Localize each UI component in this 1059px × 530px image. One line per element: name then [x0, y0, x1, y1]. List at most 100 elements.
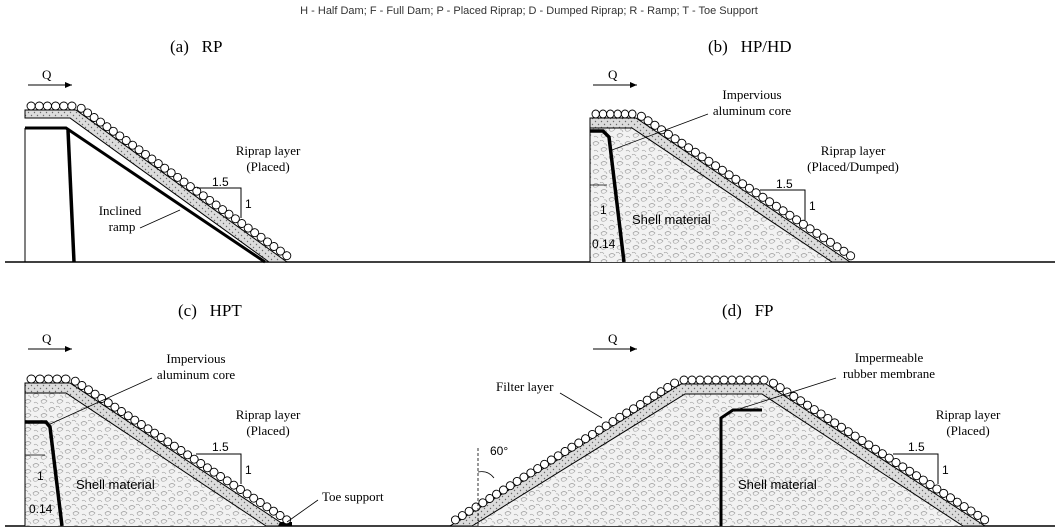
riprap-stone: [711, 375, 721, 385]
riprap-stone: [620, 109, 630, 119]
flow-arrow-b: Q: [593, 67, 637, 88]
shell-label-c: Shell material: [76, 477, 155, 492]
shell-material-c: [25, 393, 266, 526]
rubber-membrane: [719, 408, 762, 526]
slope-h-d: 1.5: [908, 440, 925, 454]
ramp-support-post: [66, 129, 76, 263]
riprap-stones-b: [591, 109, 856, 261]
core-h-c: 0.14: [29, 502, 53, 516]
riprap-label-c-2: (Placed): [246, 423, 289, 438]
riprap-stone: [719, 375, 729, 385]
riprap-stone: [735, 375, 745, 385]
riprap-stone: [703, 375, 713, 385]
flow-label-c: Q: [42, 331, 52, 346]
flow-label-b: Q: [608, 67, 618, 82]
filter-layer-a: [24, 109, 289, 263]
riprap-stone: [628, 109, 637, 119]
panel-c-title: (c) HPT: [178, 301, 242, 320]
riprap-label-d-2: (Placed): [946, 423, 989, 438]
riprap-stone: [980, 515, 990, 525]
aluminum-core-c: [25, 420, 64, 527]
core-v-b: 1: [600, 203, 607, 217]
core-h-b: 0.14: [592, 237, 616, 251]
riprap-stone: [591, 109, 600, 119]
riprap-stones-d: [450, 375, 990, 525]
riprap-stone: [282, 515, 292, 525]
riprap-label-c-1: Riprap layer: [236, 407, 301, 422]
legend-text: H - Half Dam; F - Full Dam; P - Placed R…: [300, 5, 758, 17]
flow-arrow-d: Q: [593, 331, 637, 352]
core-leader-c: [47, 377, 153, 426]
riprap-stone: [606, 109, 615, 119]
riprap-stone: [695, 375, 705, 385]
panel-d: (d) FP Q 60° 1.5 1 Filter layer Impermea…: [448, 301, 1001, 527]
flow-arrow-c: Q: [28, 331, 72, 352]
slope-v-d: 1: [942, 463, 949, 477]
aluminum-core-b: [590, 129, 626, 263]
shell-label-b: Shell material: [632, 212, 711, 227]
riprap-stone: [598, 109, 608, 119]
flow-arrow-a: Q: [28, 67, 72, 88]
slope-h-b: 1.5: [776, 177, 793, 191]
riprap-stones-a: [26, 101, 292, 261]
panel-b: (b) HP/HD Q 1.5 1 Impervious aluminum co…: [589, 37, 899, 263]
shell-label-d: Shell material: [738, 477, 817, 492]
riprap-stone: [679, 375, 689, 385]
panel-a-title: (a) RP: [170, 37, 222, 56]
riprap-stones-c: [26, 374, 292, 525]
membrane-leader: [735, 377, 837, 411]
toe-leader: [286, 499, 319, 523]
flow-label-d: Q: [608, 331, 618, 346]
riprap-stone: [59, 101, 69, 111]
riprap-stone: [26, 101, 36, 111]
riprap-stone: [759, 375, 769, 385]
filter-leader: [559, 392, 603, 419]
panel-d-title: (d) FP: [722, 301, 773, 320]
filter-label: Filter layer: [496, 379, 554, 394]
ramp-label-2: ramp: [109, 219, 136, 234]
slope-indicator-d: 1.5 1: [893, 440, 949, 484]
riprap-stone: [34, 101, 44, 111]
riprap-stone: [60, 374, 71, 384]
shell-material-b: [590, 128, 832, 262]
core-v-c: 1: [37, 469, 44, 483]
core-label-c-1: Impervious: [166, 351, 225, 366]
riprap-label-b-1: Riprap layer: [821, 143, 886, 158]
riprap-label-a-1: Riprap layer: [236, 143, 301, 158]
core-label-b-1: Impervious: [722, 87, 781, 102]
riprap-stone: [846, 251, 856, 261]
core-label-c-2: aluminum core: [157, 367, 236, 382]
angle-label: 60°: [490, 444, 508, 458]
panel-c: (c) HPT Q 1.5 1 Impervious aluminum core…: [24, 301, 384, 527]
inclined-ramp: [25, 126, 266, 264]
riprap-stone: [687, 375, 697, 385]
toe-label: Toe support: [322, 489, 384, 504]
riprap-label-a-2: (Placed): [246, 159, 289, 174]
riprap-stone: [35, 374, 45, 384]
riprap-stone: [282, 251, 292, 261]
riprap-stone: [727, 375, 737, 385]
slope-v-a: 1: [245, 197, 252, 211]
core-label-b-2: aluminum core: [713, 103, 792, 118]
riprap-stone: [613, 109, 622, 119]
ramp-leader-line: [139, 209, 181, 229]
slope-v-b: 1: [809, 199, 816, 213]
membrane-label-1: Impermeable: [855, 350, 924, 365]
riprap-stone: [43, 374, 54, 384]
riprap-stone: [52, 374, 62, 384]
shell-material-d: [472, 394, 963, 526]
riprap-label-b-2: (Placed/Dumped): [807, 159, 899, 174]
slope-h-c: 1.5: [212, 440, 229, 454]
riprap-stone: [51, 101, 61, 111]
panel-a: (a) RP Q 1.5 1 Riprap layer (Placed) Inc…: [24, 37, 301, 264]
ramp-label-1: Inclined: [99, 203, 142, 218]
slope-h-a: 1.5: [212, 175, 229, 189]
riprap-stone: [743, 375, 753, 385]
riprap-stone: [42, 101, 52, 111]
riprap-stone: [67, 101, 77, 111]
flow-label-a: Q: [42, 67, 52, 82]
riprap-stone: [26, 374, 37, 384]
slope-indicator-c: 1.5 1: [196, 440, 252, 484]
